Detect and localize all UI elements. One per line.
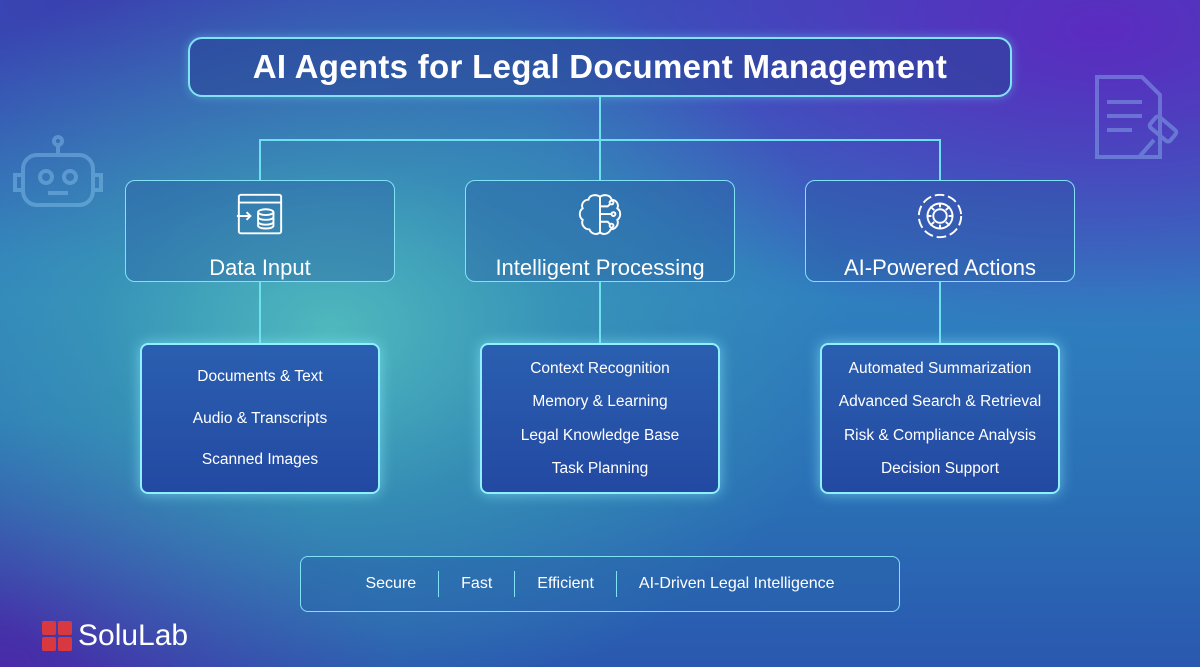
connector (259, 139, 261, 180)
category-label: Data Input (209, 255, 311, 280)
category-ai-powered-actions: AI-Powered Actions (805, 180, 1075, 282)
divider (514, 571, 516, 597)
gear-icon (917, 193, 963, 239)
page-title: AI Agents for Legal Document Management (188, 37, 1012, 97)
feature-efficient: Efficient (537, 575, 594, 592)
processing-list: Context Recognition Memory & Learning Le… (480, 343, 720, 494)
category-label: Intelligent Processing (495, 255, 705, 280)
category-intelligent-processing: Intelligent Processing (465, 180, 735, 282)
list-item: Documents & Text (197, 368, 323, 386)
feature-ai-driven: AI-Driven Legal Intelligence (638, 575, 835, 592)
connector (939, 282, 941, 343)
list-item: Memory & Learning (532, 393, 668, 410)
list-item: Advanced Search & Retrieval (838, 393, 1042, 410)
list-item: Risk & Compliance Analysis (843, 426, 1037, 444)
connector (599, 139, 601, 180)
actions-list: Automated Summarization Advanced Search … (820, 343, 1060, 494)
brand-logo: SoluLab (42, 619, 188, 653)
category-data-input: Data Input (125, 180, 395, 282)
legal-document-icon (1095, 75, 1179, 159)
category-label: AI-Powered Actions (844, 255, 1036, 280)
connector (259, 282, 261, 343)
divider (438, 571, 440, 597)
list-item: Decision Support (880, 460, 1000, 477)
logo-mark-icon (42, 621, 72, 651)
divider (615, 571, 617, 597)
list-item: Audio & Transcripts (192, 409, 328, 427)
data-input-icon (236, 193, 283, 235)
list-item: Task Planning (551, 460, 649, 477)
connector (599, 97, 601, 140)
connector (939, 139, 941, 180)
feature-fast: Fast (461, 575, 493, 592)
connector (599, 282, 601, 343)
list-item: Context Recognition (530, 359, 670, 377)
list-item: Legal Knowledge Base (520, 426, 680, 444)
data-input-list: Documents & Text Audio & Transcripts Sca… (140, 343, 380, 494)
list-item: Scanned Images (201, 451, 319, 469)
brain-icon (578, 194, 622, 235)
list-item: Automated Summarization (848, 359, 1032, 377)
robot-icon (13, 135, 103, 207)
brand-name: SoluLab (78, 619, 189, 652)
feature-bar: Secure Fast Efficient AI-Driven Legal In… (300, 556, 900, 612)
feature-secure: Secure (365, 575, 417, 592)
